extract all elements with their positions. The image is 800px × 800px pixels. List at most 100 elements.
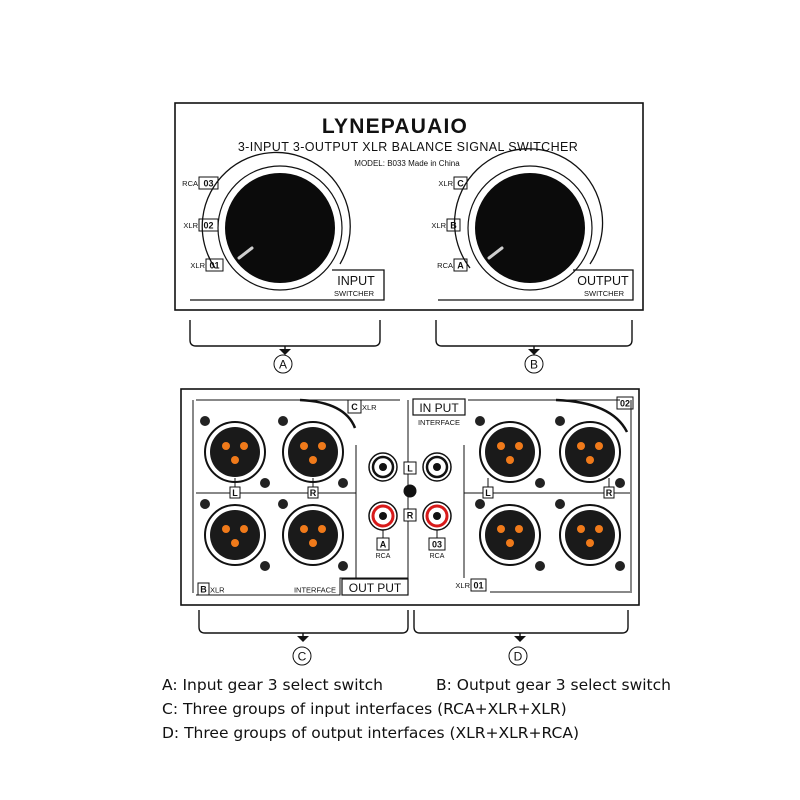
xlr-connector[interactable] <box>200 499 270 571</box>
xlr-face <box>210 427 260 477</box>
xlr-pin <box>497 525 505 533</box>
xlr-connector[interactable] <box>278 499 348 571</box>
xlr-connector[interactable] <box>200 416 270 488</box>
xlr-pin <box>222 442 230 450</box>
tag-code: C <box>351 402 358 412</box>
screw-icon <box>200 416 210 426</box>
rca-jack-red[interactable] <box>422 501 452 531</box>
output-interface-sublabel: INTERFACE <box>294 586 336 595</box>
tag-code: B <box>200 585 207 595</box>
rca-03-tag: 03 RCA <box>428 530 446 560</box>
bracket-b: B <box>435 320 633 374</box>
callout-circle <box>508 646 528 666</box>
input-position-type: RCA <box>182 179 198 188</box>
rca-a-tag: A RCA <box>376 530 391 560</box>
model-text: MODEL: B033 Made in China <box>354 159 460 168</box>
rca-left-marker: L <box>403 461 417 475</box>
tag-code-box <box>376 537 390 551</box>
xlr-pin <box>318 525 326 533</box>
input-interface-sublabel: INTERFACE <box>418 418 460 427</box>
code-02-tag: 02 <box>616 396 634 410</box>
rca-jack-white[interactable] <box>368 452 398 482</box>
knob-bezel <box>201 151 351 269</box>
rca-pin <box>379 512 387 520</box>
output-interface-label: OUT PUT <box>349 581 402 595</box>
rca-pin <box>379 463 387 471</box>
xlr-bezel <box>479 504 541 566</box>
product-title: 3-INPUT 3-OUTPUT XLR BALANCE SIGNAL SWIT… <box>238 140 578 154</box>
screw-icon <box>260 478 270 488</box>
xlr-pin <box>515 442 523 450</box>
marker-label: L <box>232 488 238 498</box>
xlr-pin <box>506 456 514 464</box>
xlr-connector[interactable] <box>555 416 625 488</box>
input-interface-frame <box>412 398 466 416</box>
output-position-code-box <box>446 218 461 232</box>
legend-item-c: C: Three groups of input interfaces (RCA… <box>162 700 567 718</box>
input-switcher-sublabel: SWITCHER <box>334 289 375 298</box>
xlr-pin <box>497 442 505 450</box>
output-selector-knob[interactable] <box>453 148 604 291</box>
xlr-pin <box>231 456 239 464</box>
marker-label: R <box>310 488 317 498</box>
channel-marker-left: L <box>229 478 241 499</box>
xlr-bezel <box>559 504 621 566</box>
rca-jack-white[interactable] <box>422 452 452 482</box>
callout-circle <box>524 354 544 374</box>
screw-icon <box>200 499 210 509</box>
screw-icon <box>403 484 417 498</box>
rca-pin <box>433 463 441 471</box>
knob-bezel <box>453 148 604 269</box>
output-position-code-box <box>453 176 468 190</box>
xlr-pin <box>231 539 239 547</box>
marker-box <box>603 486 615 499</box>
output-position-tag: RCA A <box>437 258 468 272</box>
marker-label: L <box>485 488 491 498</box>
output-interface-frame <box>341 578 409 596</box>
xlr-pin <box>515 525 523 533</box>
input-position-type: XLR <box>190 261 205 270</box>
xlr-connector[interactable] <box>555 499 625 571</box>
rca-pin <box>433 512 441 520</box>
channel-marker-right: R <box>307 478 319 499</box>
xlr-pin <box>506 539 514 547</box>
xlr-connector[interactable] <box>475 416 545 488</box>
knob-pointer-icon <box>487 246 504 260</box>
xlr-face <box>485 427 535 477</box>
xlr-pin <box>318 442 326 450</box>
bracket-c: C <box>198 610 409 666</box>
rear-panel: C XLR B XLR 02 XLR 01 IN PUT INTERFACE O… <box>180 388 640 606</box>
marker-box <box>307 486 319 499</box>
rca-jack-red[interactable] <box>368 501 398 531</box>
output-position-tag: XLR B <box>431 218 461 232</box>
bracket-d: D <box>413 610 629 666</box>
screw-icon <box>338 478 348 488</box>
callout-label: C <box>298 650 307 664</box>
xlr-pin <box>309 539 317 547</box>
output-label-frame <box>438 269 634 301</box>
legend-item-b: B: Output gear 3 select switch <box>436 676 671 694</box>
screw-icon <box>475 416 485 426</box>
bracket-a: A <box>189 320 381 374</box>
output-position-code: B <box>450 221 457 231</box>
input-position-type: XLR <box>183 221 198 230</box>
marker-label: R <box>407 511 414 521</box>
xlr-connector[interactable] <box>278 416 348 488</box>
channel-marker-right: R <box>603 478 615 499</box>
xlr-face <box>288 510 338 560</box>
xlr-connector-group <box>200 416 625 571</box>
front-panel: LYNEPAUAIO 3-INPUT 3-OUTPUT XLR BALANCE … <box>174 102 644 311</box>
xlr-pin <box>586 539 594 547</box>
screw-icon <box>535 478 545 488</box>
tag-type: XLR <box>210 586 225 595</box>
xlr-connector[interactable] <box>475 499 545 571</box>
input-selector-knob[interactable] <box>201 151 351 291</box>
xlr-bezel <box>479 421 541 483</box>
knob-body <box>225 173 335 283</box>
screw-icon <box>278 416 288 426</box>
output-position-tag: XLR C <box>438 176 468 190</box>
bracket-line <box>198 610 409 634</box>
marker-label: L <box>407 464 413 474</box>
input-position-code: 01 <box>209 261 219 271</box>
